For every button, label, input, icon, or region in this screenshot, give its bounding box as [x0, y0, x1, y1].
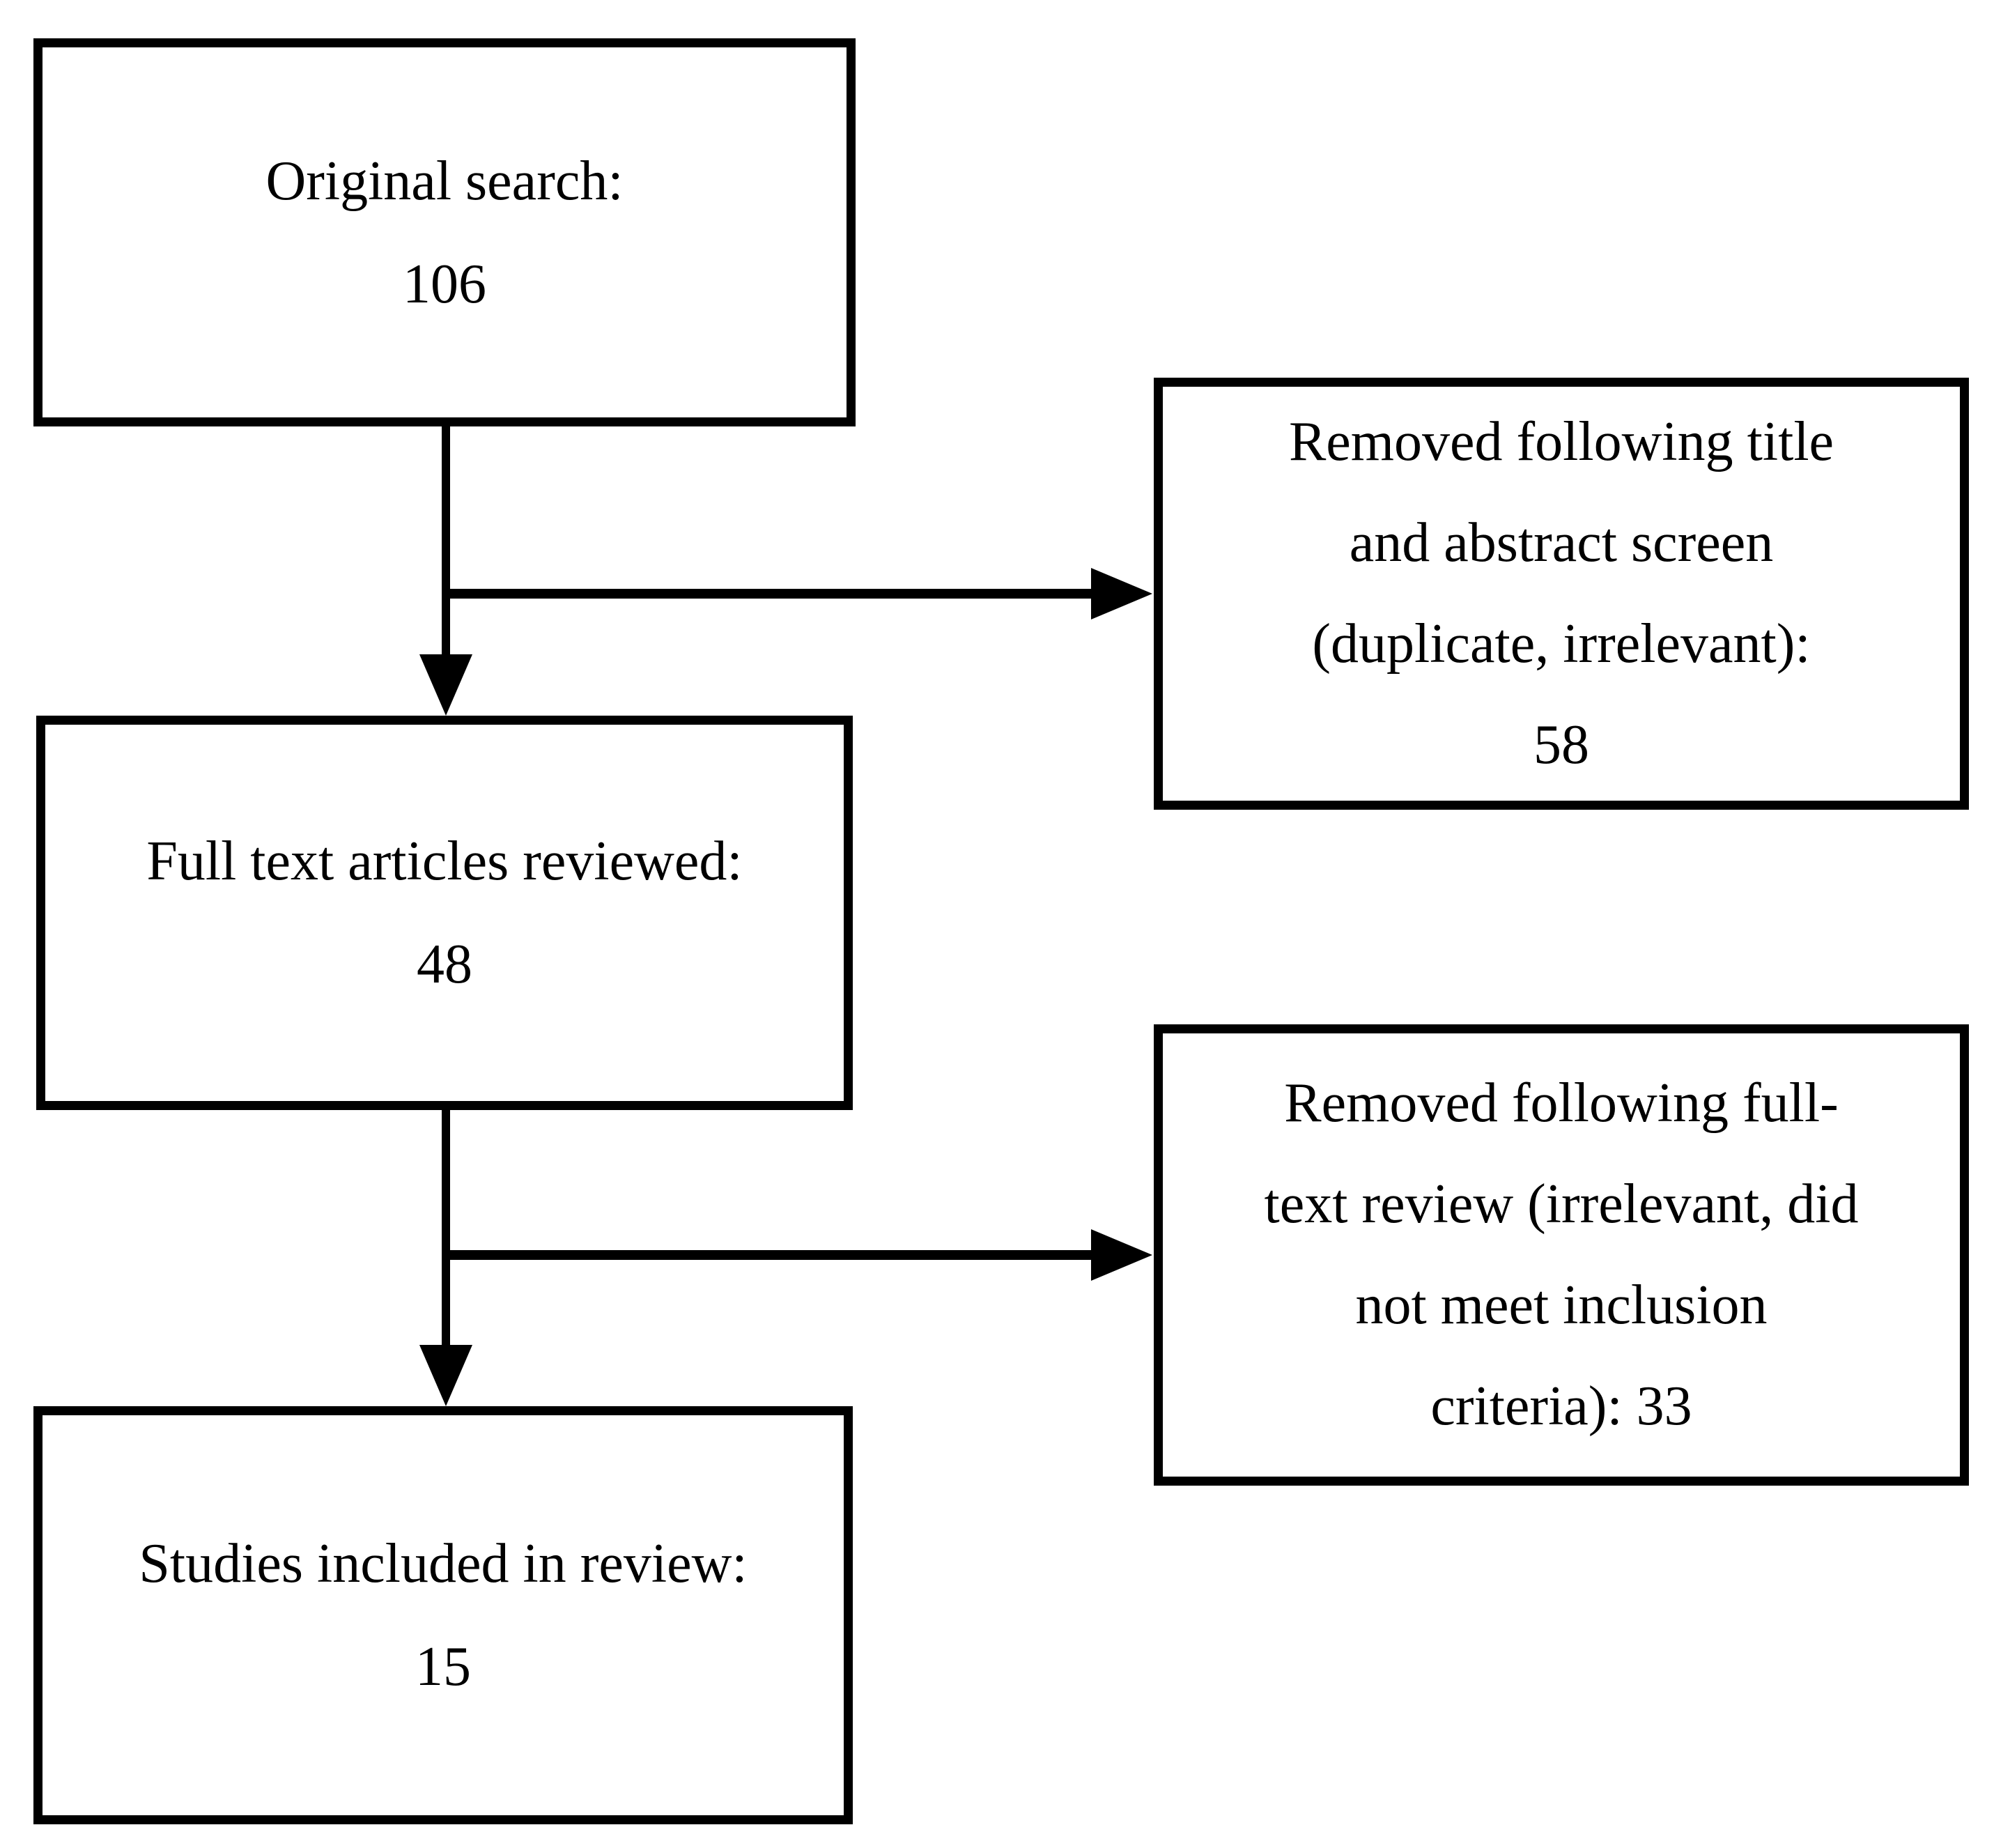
original-search-label: Original search: — [265, 150, 624, 212]
full-text-reviewed-box: Full text articles reviewed: 48 — [36, 716, 853, 1110]
removed-title-abstract-line-1: Removed following title — [1288, 411, 1834, 472]
studies-included-label: Studies included in review: — [139, 1533, 748, 1594]
arrow-down-into-included-icon — [419, 1345, 472, 1406]
removed-title-abstract-line-3: (duplicate, irrelevant): — [1312, 613, 1811, 675]
arrow-right-into-removed-title-icon — [1091, 568, 1152, 619]
original-search-count: 106 — [403, 253, 486, 315]
removed-title-abstract-line-2: and abstract screen — [1349, 512, 1774, 573]
studies-included-count: 15 — [415, 1636, 471, 1697]
removed-full-text-line-3: not meet inclusion — [1355, 1275, 1768, 1336]
removed-full-text-count: criteria): 33 — [1430, 1376, 1692, 1437]
connector-branch-to-removed-fulltext-line — [442, 1250, 1095, 1260]
removed-full-text-line-2: text review (irrelevant, did — [1264, 1173, 1859, 1235]
connector-original-to-fulltext-line — [442, 426, 450, 656]
removed-title-abstract-count: 58 — [1533, 714, 1589, 776]
removed-full-text-box: Removed following full- text review (irr… — [1154, 1024, 1969, 1486]
connector-fulltext-to-included-line — [442, 1110, 450, 1346]
original-search-box: Original search: 106 — [33, 38, 856, 426]
arrow-right-into-removed-fulltext-icon — [1091, 1229, 1152, 1281]
full-text-reviewed-label: Full text articles reviewed: — [146, 831, 743, 892]
removed-full-text-line-1: Removed following full- — [1284, 1072, 1839, 1134]
studies-included-box: Studies included in review: 15 — [33, 1406, 853, 1824]
full-text-reviewed-count: 48 — [417, 934, 472, 995]
removed-title-abstract-box: Removed following title and abstract scr… — [1154, 378, 1969, 810]
connector-branch-to-removed-title-line — [442, 589, 1095, 599]
arrow-down-into-fulltext-icon — [419, 654, 472, 716]
